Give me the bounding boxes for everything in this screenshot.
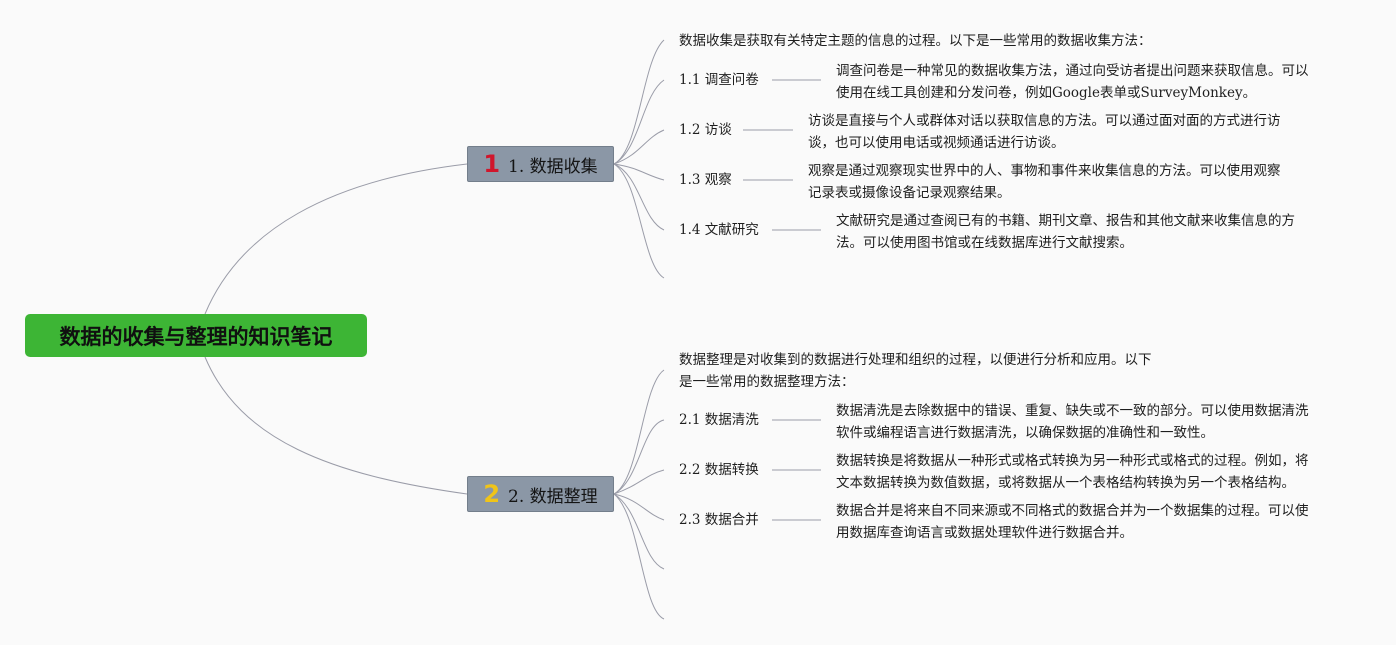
topic-1-3-desc[interactable]: 观察是通过观察现实世界中的人、事物和事件来收集信息的方法。可以使用观察 记录表或…: [808, 163, 1281, 201]
connector-b1-item2: [613, 129, 665, 165]
connector-b1-item3: [613, 163, 665, 181]
topic-1-4-desc[interactable]: 文献研究是通过查阅已有的书籍、期刊文章、报告和其他文献来收集信息的方 法。可以使…: [836, 213, 1295, 251]
connector-root-branch-2: [204, 356, 468, 495]
root-node[interactable]: 数据的收集与整理的知识笔记: [25, 314, 367, 357]
root-label: 数据的收集与整理的知识笔记: [59, 324, 333, 349]
topic-2-3-title[interactable]: 2.3 数据合并: [679, 512, 759, 528]
branch-label: 2. 数据整理: [508, 486, 598, 507]
topic-1-2-title[interactable]: 1.2 访谈: [679, 122, 732, 138]
connector-b1-empty: [613, 163, 665, 279]
topic-1-4-title[interactable]: 1.4 文献研究: [679, 222, 759, 238]
connector-b2-intro: [613, 369, 665, 495]
connector-b2-item1: [613, 419, 665, 495]
topic-2-2-title[interactable]: 2.2 数据转换: [679, 462, 759, 478]
connector-b1-intro: [613, 39, 665, 165]
topic-2-2-desc[interactable]: 数据转换是将数据从一种形式或格式转换为另一种形式或格式的过程。例如，将 文本数据…: [836, 453, 1309, 491]
connector-b2-item3: [613, 493, 665, 521]
branch-label: 1. 数据收集: [508, 156, 598, 177]
topic-2-3-desc[interactable]: 数据合并是将来自不同来源或不同格式的数据合并为一个数据集的过程。可以使 用数据库…: [836, 503, 1309, 541]
branch-1-intro[interactable]: 数据收集是获取有关特定主题的信息的过程。以下是一些常用的数据收集方法：: [679, 33, 1152, 49]
topic-1-2-desc[interactable]: 访谈是直接与个人或群体对话以获取信息的方法。可以通过面对面的方式进行访 谈，也可…: [808, 113, 1281, 151]
topic-1-3-title[interactable]: 1.3 观察: [679, 172, 732, 188]
connector-root-branch-1: [204, 163, 468, 315]
topic-1-1-title[interactable]: 1.1 调查问卷: [679, 72, 759, 88]
topic-2-1-desc[interactable]: 数据清洗是去除数据中的错误、重复、缺失或不一致的部分。可以使用数据清洗 软件或编…: [836, 403, 1309, 441]
branch-node-data-collection[interactable]: 1 1. 数据收集: [467, 146, 614, 182]
branch-node-data-organization[interactable]: 2 2. 数据整理: [467, 476, 614, 512]
connector-b1-item1: [613, 79, 665, 165]
connector-b2-empty1: [613, 493, 665, 570]
connector-b2-item2: [613, 469, 665, 495]
branch-2-intro[interactable]: 数据整理是对收集到的数据进行处理和组织的过程，以便进行分析和应用。以下 是一些常…: [679, 352, 1152, 390]
priority-2-icon: 2: [483, 480, 501, 508]
connector-b1-item4: [613, 163, 665, 231]
topic-1-1-desc[interactable]: 调查问卷是一种常见的数据收集方法，通过向受访者提出问题来获取信息。可以 使用在线…: [836, 63, 1309, 101]
priority-1-icon: 1: [483, 150, 501, 178]
connector-b2-empty2: [613, 493, 665, 620]
topic-2-1-title[interactable]: 2.1 数据清洗: [679, 412, 759, 428]
